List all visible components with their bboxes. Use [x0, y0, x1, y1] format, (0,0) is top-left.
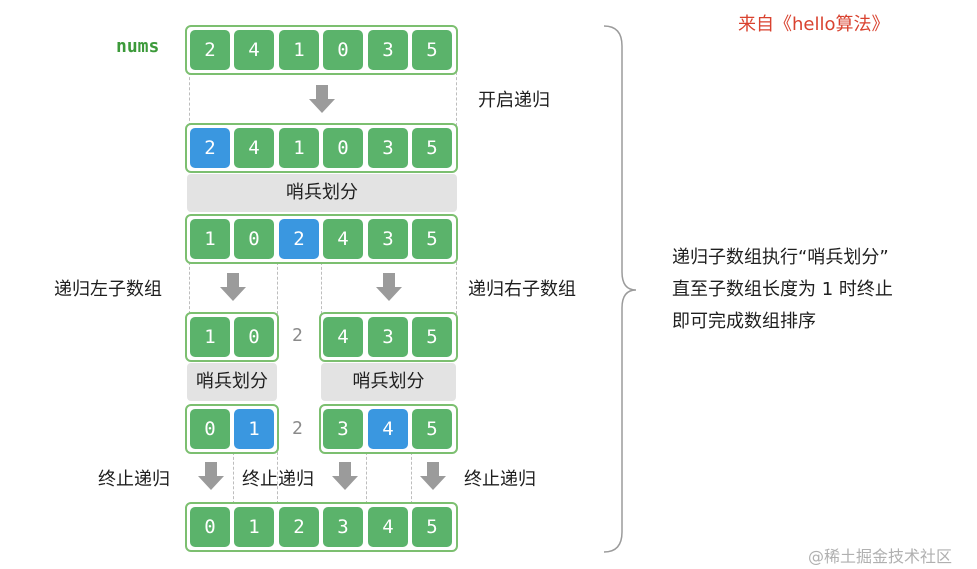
left-subarray-row-4: 0 1	[185, 404, 279, 454]
down-arrow-icon	[198, 462, 224, 490]
guide-line	[456, 72, 457, 126]
left-subarray-row-3: 1 0	[185, 312, 279, 362]
down-arrow-icon	[376, 273, 402, 301]
right-subarray-row-4: 3 4 5	[319, 404, 458, 454]
array-cell: 3	[368, 30, 408, 70]
pivot-cell: 2	[279, 219, 319, 259]
array-cell: 3	[368, 317, 408, 357]
source-note: 来自《hello算法》	[738, 14, 890, 35]
nums-label: nums	[116, 36, 160, 57]
end-recursion-label: 终止递归	[242, 469, 314, 490]
right-subarray-row-3: 4 3 5	[319, 312, 458, 362]
array-cell: 4	[368, 507, 408, 547]
array-cell: 4	[323, 317, 363, 357]
array-cell: 5	[412, 507, 452, 547]
right-brace	[603, 25, 637, 553]
pivot-value: 2	[292, 418, 303, 439]
end-recursion-label: 终止递归	[98, 469, 170, 490]
array-row-0: 2 4 1 0 3 5	[185, 25, 458, 75]
array-cell: 5	[412, 30, 452, 70]
down-arrow-icon	[220, 273, 246, 301]
guide-line	[277, 452, 278, 504]
array-cell: 1	[190, 317, 230, 357]
sentinel-partition-bar-right: 哨兵划分	[321, 363, 456, 401]
array-cell: 0	[323, 128, 363, 168]
array-cell: 3	[368, 128, 408, 168]
pivot-value: 2	[292, 325, 303, 346]
guide-line	[366, 452, 367, 504]
guide-line	[233, 452, 234, 504]
array-cell: 1	[190, 219, 230, 259]
array-cell: 4	[234, 30, 274, 70]
guide-line	[321, 262, 322, 314]
array-cell: 2	[279, 507, 319, 547]
down-arrow-icon	[332, 462, 358, 490]
end-recursion-label: 终止递归	[464, 469, 536, 490]
array-cell: 4	[234, 128, 274, 168]
array-cell: 0	[190, 507, 230, 547]
array-cell: 5	[412, 409, 452, 449]
array-cell: 0	[234, 317, 274, 357]
sentinel-partition-bar-left: 哨兵划分	[187, 363, 277, 401]
array-cell: 2	[190, 30, 230, 70]
pivot-cell: 2	[190, 128, 230, 168]
array-cell: 0	[190, 409, 230, 449]
array-cell: 5	[412, 128, 452, 168]
recurse-right-label: 递归右子数组	[468, 279, 576, 300]
guide-line	[189, 72, 190, 126]
recurse-left-label: 递归左子数组	[54, 279, 162, 300]
array-row-2: 1 0 2 4 3 5	[185, 214, 458, 264]
guide-line	[456, 262, 457, 314]
down-arrow-icon	[420, 462, 446, 490]
array-cell: 1	[234, 507, 274, 547]
start-recursion-label: 开启递归	[478, 90, 550, 111]
watermark: @稀土掘金技术社区	[808, 547, 953, 566]
pivot-cell: 4	[368, 409, 408, 449]
array-cell: 0	[323, 30, 363, 70]
array-cell: 5	[412, 317, 452, 357]
guide-line	[277, 262, 278, 314]
array-cell: 3	[323, 507, 363, 547]
array-cell: 3	[368, 219, 408, 259]
sorted-array-row-5: 0 1 2 3 4 5	[185, 502, 458, 552]
array-cell: 5	[412, 219, 452, 259]
array-cell: 4	[323, 219, 363, 259]
description-line-3: 即可完成数组排序	[672, 311, 816, 332]
description-line-1: 递归子数组执行“哨兵划分”	[672, 247, 889, 268]
array-cell: 1	[279, 30, 319, 70]
array-row-1: 2 4 1 0 3 5	[185, 123, 458, 173]
down-arrow-icon	[309, 85, 335, 113]
array-cell: 1	[279, 128, 319, 168]
guide-line	[189, 262, 190, 314]
array-cell: 3	[323, 409, 363, 449]
pivot-cell: 1	[234, 409, 274, 449]
guide-line	[411, 452, 412, 504]
array-cell: 0	[234, 219, 274, 259]
sentinel-partition-bar: 哨兵划分	[187, 174, 457, 212]
description-line-2: 直至子数组长度为 1 时终止	[672, 279, 893, 300]
